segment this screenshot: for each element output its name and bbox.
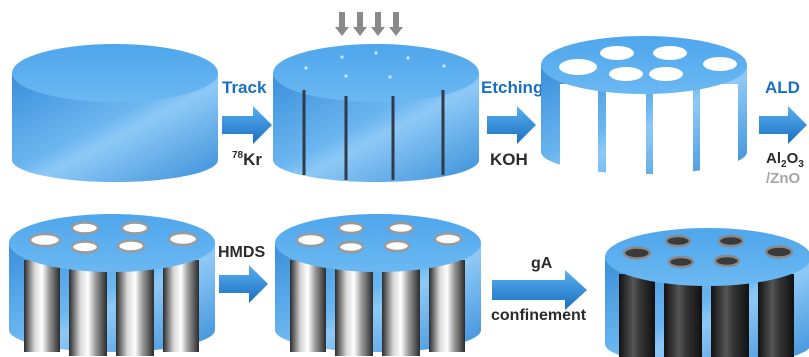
ion-beam-arrows-icon: [335, 12, 403, 36]
ga-confinement-arrow: gA confinement: [491, 255, 587, 324]
hmds-arrow: HMDS: [218, 244, 268, 303]
zno-label: /ZnO: [766, 170, 800, 187]
track-arrow: Track 78Kr: [222, 78, 272, 169]
membrane-ga-confined: [605, 228, 809, 357]
hmds-label: HMDS: [218, 244, 265, 261]
ald-arrow: ALD Al2O3 /ZnO: [759, 78, 807, 187]
track-label: Track: [222, 78, 267, 97]
etching-arrow: Etching KOH: [481, 78, 543, 169]
membrane-hmds-treated: [275, 214, 481, 356]
membrane-pristine: [12, 44, 218, 182]
membrane-ald-coated: [9, 214, 215, 356]
kr-label: 78Kr: [232, 150, 262, 169]
ga-label: gA: [531, 255, 553, 272]
membrane-etched: [541, 36, 747, 182]
ald-label: ALD: [765, 78, 800, 97]
membrane-tracked: [273, 44, 479, 182]
koh-label: KOH: [490, 150, 528, 169]
confinement-label: confinement: [491, 307, 587, 324]
etching-label: Etching: [481, 78, 543, 97]
al2o3-label: Al2O3: [766, 150, 804, 170]
